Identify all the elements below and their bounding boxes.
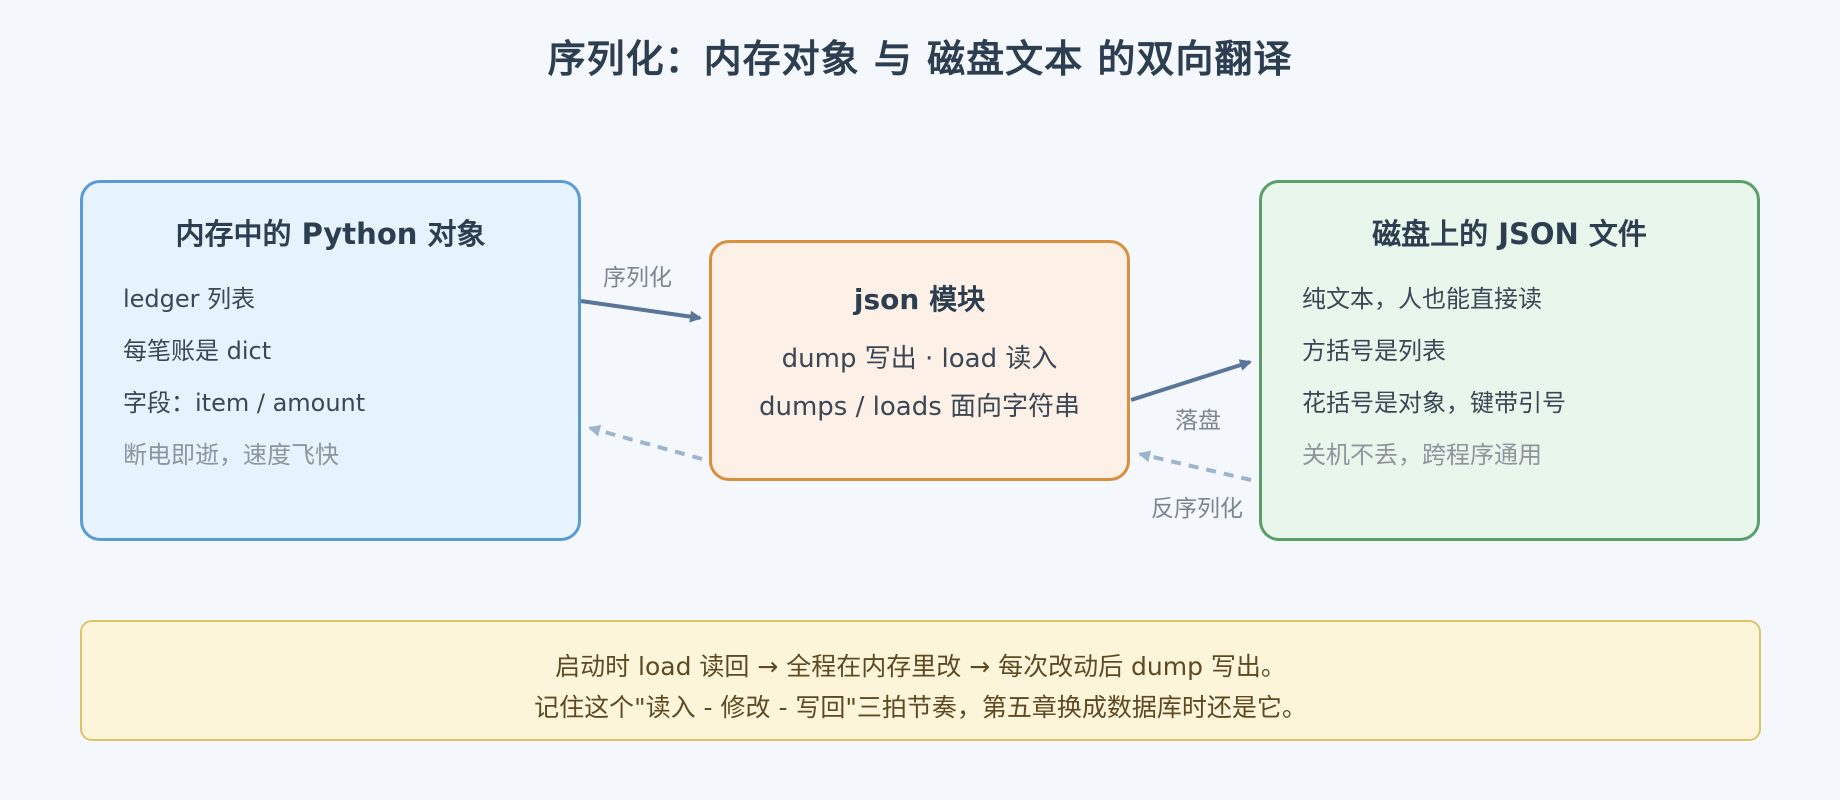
json-box-title: json 模块 <box>853 283 986 316</box>
json-module-box: json 模块 dump 写出 · load 读入 dumps / loads … <box>709 240 1130 481</box>
memory-item-dict: 每笔账是 dict <box>123 337 272 365</box>
disk-item-braces: 花括号是对象，键带引号 <box>1302 389 1566 417</box>
note-line-2: 记住这个"读入 - 修改 - 写回"三拍节奏，第五章换成数据库时还是它。 <box>534 693 1307 722</box>
note-line-1: 启动时 load 读回 → 全程在内存里改 → 每次改动后 dump 写出。 <box>555 652 1286 681</box>
to-disk-arrow <box>1130 359 1252 402</box>
memory-item-fields: 字段：item / amount <box>123 389 366 417</box>
disk-json-file-box: 磁盘上的 JSON 文件 纯文本，人也能直接读 方括号是列表 花括号是对象，键带… <box>1259 180 1760 541</box>
json-line-dumps-loads: dumps / loads 面向字符串 <box>758 392 1081 422</box>
disk-item-plain-text: 纯文本，人也能直接读 <box>1302 285 1542 313</box>
serialize-label: 序列化 <box>603 265 672 291</box>
deserialize-arrow <box>1138 450 1252 482</box>
rhythm-note: 启动时 load 读回 → 全程在内存里改 → 每次改动后 dump 写出。 记… <box>80 620 1761 741</box>
to-disk-label: 落盘 <box>1175 408 1221 434</box>
json-line-dump-load: dump 写出 · load 读入 <box>781 344 1058 374</box>
deserialize-label: 反序列化 <box>1151 496 1243 522</box>
serialize-arrow <box>580 299 702 323</box>
memory-objects-box: 内存中的 Python 对象 ledger 列表 每笔账是 dict 字段：it… <box>80 180 581 541</box>
disk-item-persistent: 关机不丢，跨程序通用 <box>1302 441 1542 469</box>
load-back-arrow <box>588 424 703 461</box>
disk-box-title: 磁盘上的 JSON 文件 <box>1372 217 1647 251</box>
memory-box-title: 内存中的 Python 对象 <box>175 217 486 251</box>
page-title: 序列化：内存对象 与 磁盘文本 的双向翻译 <box>547 37 1293 81</box>
disk-item-brackets: 方括号是列表 <box>1302 337 1446 365</box>
memory-item-ledger: ledger 列表 <box>123 285 256 313</box>
memory-item-volatile: 断电即逝，速度飞快 <box>123 441 339 469</box>
